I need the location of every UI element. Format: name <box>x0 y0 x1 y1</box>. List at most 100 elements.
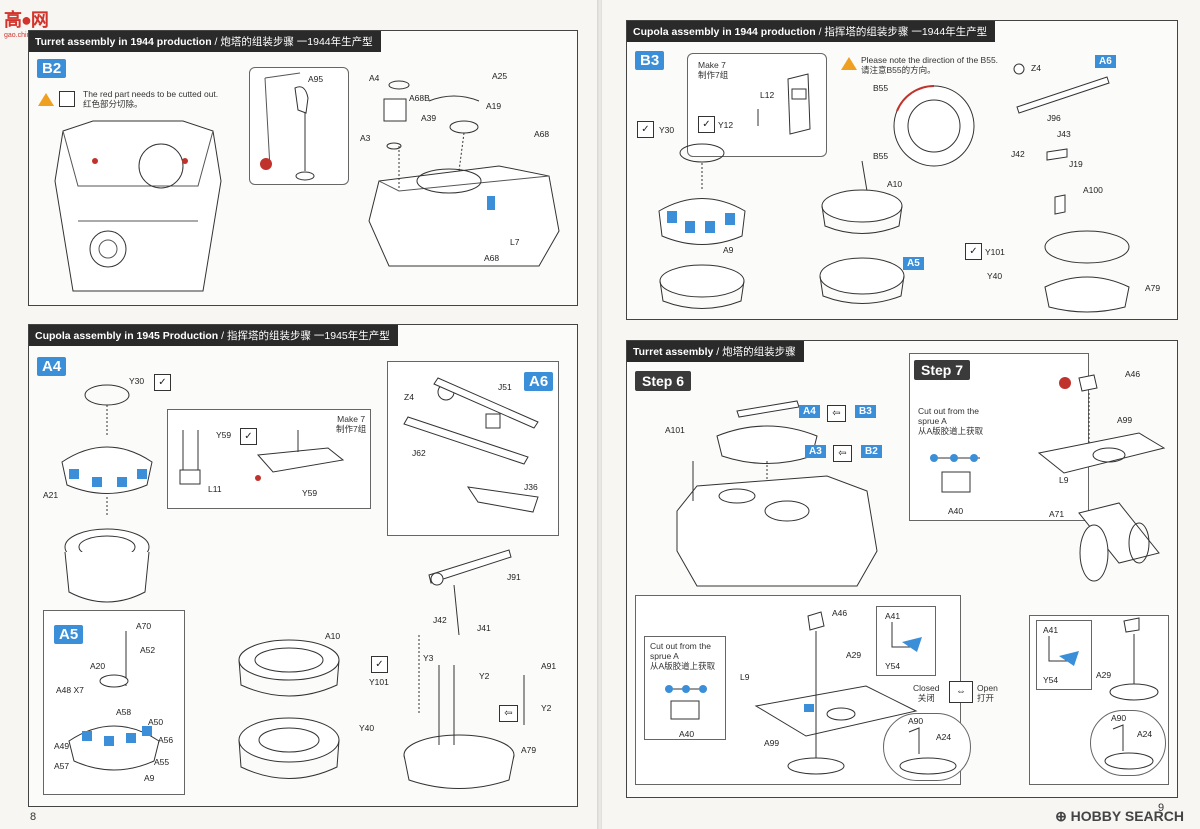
part-label: A56 <box>158 735 174 745</box>
part-label: A41 <box>1043 625 1059 635</box>
part-label: A49 <box>54 741 70 751</box>
part-label: J43 <box>1057 129 1071 139</box>
hobbysearch-logo: ⊕ HOBBY SEARCH <box>1055 808 1184 824</box>
step-badge-a4: A4 <box>37 357 67 376</box>
a10-ring-drawing <box>819 160 905 304</box>
detail-inset: A95 <box>249 67 349 185</box>
part-label: A10 <box>325 631 341 641</box>
cut-note: The red part needs to be cutted out.红色部分… <box>83 89 219 109</box>
callout-a5: A5 <box>903 257 924 270</box>
arrow-icon: ⇦ <box>827 405 846 422</box>
part-label: A99 <box>764 738 780 748</box>
a41-detail-box: A41 Y54 <box>876 606 936 676</box>
part-label: A9 <box>723 245 734 255</box>
mg-cupola-assembly-drawing <box>403 549 525 789</box>
part-label: J41 <box>477 623 491 633</box>
mg-drawing <box>403 377 539 513</box>
part-label: A9 <box>144 773 155 783</box>
part-label: J96 <box>1047 113 1061 123</box>
part-label: A21 <box>43 490 59 500</box>
part-label: A46 <box>1125 369 1141 379</box>
callout-a6: A6 <box>1095 55 1116 68</box>
part-label: Y101 <box>369 677 389 687</box>
part-label: J19 <box>1069 159 1083 169</box>
glue-icon: ✓ <box>965 243 982 260</box>
cut-icon <box>260 158 272 170</box>
a90-drawing <box>899 727 957 775</box>
warning-icon <box>841 57 857 70</box>
part-label: A10 <box>887 179 903 189</box>
part-label: A95 <box>308 74 324 84</box>
direction-icon: ⇦ <box>499 705 518 722</box>
warning-icon <box>38 93 54 106</box>
b55-ring-drawing <box>893 85 975 167</box>
part-label: B55 <box>873 151 889 161</box>
part-label: A20 <box>90 661 106 671</box>
part-label: Y54 <box>1043 675 1059 685</box>
step7-lower-box: A41 Y54 A29 A90 A24 <box>1029 615 1169 785</box>
part-label: A90 <box>908 716 924 726</box>
watermark-logo: 高●网 gao.china.com <box>4 10 50 39</box>
part-label: J62 <box>412 448 426 458</box>
part-label: L11 <box>208 484 222 494</box>
part-label: A39 <box>421 113 437 123</box>
part-label: Z4 <box>1031 63 1041 73</box>
part-label: A40 <box>948 506 964 516</box>
part-label: L9 <box>1059 475 1069 485</box>
a5-drawing <box>68 631 160 771</box>
a90-detail-box: A90 A24 <box>883 713 971 781</box>
y59-drawing <box>179 430 345 485</box>
part-label: A90 <box>1111 713 1127 723</box>
l12-drawing <box>757 73 811 135</box>
part-label: Y40 <box>987 271 1003 281</box>
step7-hatch-drawing <box>1037 374 1166 474</box>
glue-icon: ✓ <box>637 121 654 138</box>
part-label: Y54 <box>885 661 901 671</box>
part-label: A68 <box>484 253 500 263</box>
part-label: A58 <box>116 707 132 717</box>
part-label: A19 <box>486 101 502 111</box>
part-label: Y30 <box>659 125 675 135</box>
part-label: A46 <box>832 608 848 618</box>
a90-drawing <box>1104 724 1154 770</box>
step-badge-b2: B2 <box>37 59 67 78</box>
panel-step6-turret: Turret assembly / 炮塔的组装步骤 Step 6 A101 A4… <box>626 340 1178 798</box>
part-label: A50 <box>148 717 164 727</box>
panel-title: Cupola assembly in 1944 production / 指挥塔… <box>627 21 996 42</box>
knife-icon <box>59 91 75 107</box>
a10-ring-drawing <box>238 639 340 779</box>
panel-b2-turret-1944: Turret assembly in 1944 production / 炮塔的… <box>28 30 578 306</box>
b3-cupola-drawing <box>658 143 746 309</box>
part-label: Y59 <box>216 430 232 440</box>
part-label: A3 <box>360 133 371 143</box>
part-label: Y101 <box>985 247 1005 257</box>
part-label: Y30 <box>129 376 145 386</box>
left-page: 高●网 gao.china.com Turret assembly in 194… <box>0 0 598 829</box>
part-label: A71 <box>1049 509 1065 519</box>
page-number: 9 <box>1158 802 1165 814</box>
part-label: A91 <box>541 661 557 671</box>
panel-a4-cupola-1945: Cupola assembly in 1945 Production / 指挥塔… <box>28 324 578 807</box>
glue-icon: ✓ <box>698 116 715 133</box>
part-label: J36 <box>524 482 538 492</box>
callout-b2: B2 <box>861 445 882 458</box>
step6-turret-drawing <box>676 400 878 587</box>
part-label: J51 <box>498 382 512 392</box>
a41-drawing <box>1048 636 1079 666</box>
part-label: A29 <box>846 650 862 660</box>
part-label: Y2 <box>479 671 490 681</box>
part-label: A101 <box>665 425 685 435</box>
callout-b3: B3 <box>855 405 876 418</box>
callout-a4: A4 <box>799 405 820 418</box>
step-badge-b3: B3 <box>635 51 665 70</box>
direction-note: Please note the direction of the B55.请注意… <box>861 55 999 75</box>
a5-subpanel: A5 A70 A52 A20 A48 X7 A58 A50 A49 A56 A5… <box>43 610 185 795</box>
